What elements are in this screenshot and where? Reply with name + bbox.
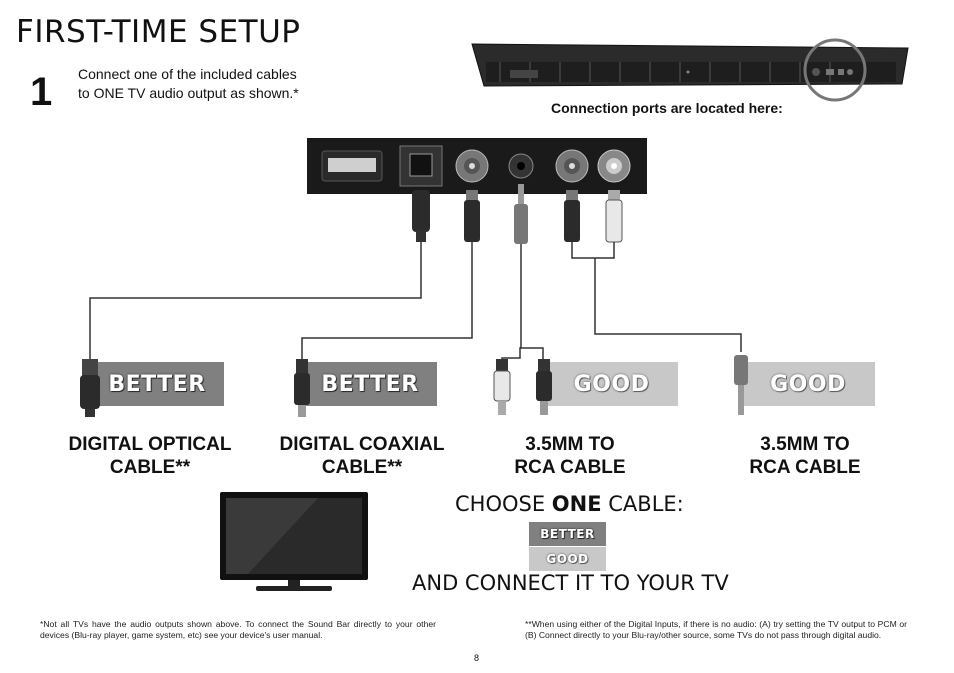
optical-wire xyxy=(89,242,422,360)
step-number: 1 xyxy=(30,70,53,114)
aux-wire xyxy=(501,244,522,360)
rca-wire xyxy=(594,258,742,352)
rating-badge-rca-2: GOOD xyxy=(741,362,875,406)
coaxial-wire xyxy=(301,242,473,360)
connect-heading: AND CONNECT IT TO YOUR TV xyxy=(412,571,729,595)
aux-plug xyxy=(514,184,528,244)
legend-good: GOOD xyxy=(529,547,606,571)
rating-badge-optical: BETTER xyxy=(90,362,224,406)
connection-diagram xyxy=(89,138,742,360)
optical-cable-end xyxy=(80,359,100,417)
footnote-right: **When using either of the Digital Input… xyxy=(525,619,907,640)
rca-red-cable-end xyxy=(536,359,552,415)
rating-badge-rca-1: GOOD xyxy=(545,362,678,406)
legend-better: BETTER xyxy=(529,522,606,546)
aux-cable-end xyxy=(734,355,748,415)
step-instruction: Connect one of the included cables to ON… xyxy=(78,66,299,101)
rating-badge-coaxial: BETTER xyxy=(303,362,437,406)
footnote-left: *Not all TVs have the audio outputs show… xyxy=(40,619,436,640)
port-highlight-circle xyxy=(803,38,867,102)
sound-bar-illustration xyxy=(471,38,909,102)
coaxial-plug xyxy=(464,190,480,242)
ports-caption: Connection ports are located here: xyxy=(551,100,783,116)
coaxial-cable-end xyxy=(294,359,310,417)
optical-plug xyxy=(412,190,430,242)
rca-white-cable-end xyxy=(493,359,511,415)
optical-port xyxy=(399,145,443,187)
tv-icon xyxy=(220,492,368,591)
page-title: FIRST-TIME SETUP xyxy=(16,14,301,50)
choose-heading: CHOOSE ONE CABLE: xyxy=(455,492,684,516)
cable-ends xyxy=(80,355,748,417)
rca-wire-join xyxy=(571,242,615,259)
rca-white-plug xyxy=(605,190,623,243)
rca-red-plug xyxy=(564,190,580,242)
page-number: 8 xyxy=(474,653,480,663)
